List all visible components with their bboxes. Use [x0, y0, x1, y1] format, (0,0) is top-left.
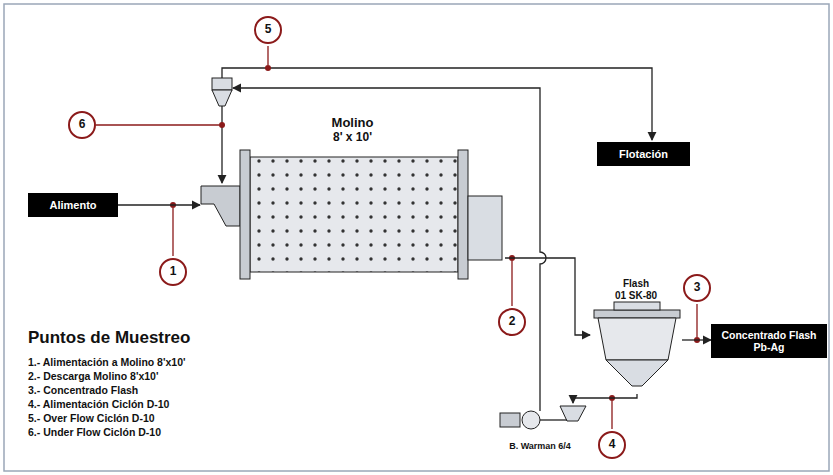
- sampling-point-note: 3.- Concentrado Flash: [28, 384, 138, 396]
- callout-number: 6: [68, 111, 96, 139]
- node-text: Molino: [332, 116, 374, 131]
- callout-number: 5: [254, 16, 282, 44]
- callout-text: 1: [170, 265, 177, 279]
- overflow-pipe: [222, 68, 652, 140]
- node-text: 01 SK-80: [615, 290, 657, 302]
- callout-text: 2: [509, 315, 516, 329]
- underflow-pipe: [221, 106, 222, 183]
- process-box: Concentrado Flash Pb-Ag: [711, 324, 827, 358]
- process-box: Alimento: [28, 193, 118, 217]
- node-text: B. Warman 6/4: [509, 441, 571, 451]
- sampling-point-note: 5.- Over Flow Ciclón D-10: [28, 412, 155, 424]
- sampling-point-note: 4.- Alimentación Ciclón D-10: [28, 398, 169, 410]
- node-text: Concentrado Flash Pb-Ag: [715, 329, 823, 353]
- sample-points: [170, 65, 700, 401]
- frame: [4, 4, 829, 471]
- sampling-point-note: 6.- Under Flow Ciclón D-10: [28, 426, 161, 438]
- node-text: Flotación: [619, 148, 668, 161]
- callout-number: 1: [159, 258, 187, 286]
- flow-line: [682, 339, 711, 340]
- leader-lines: [96, 46, 697, 429]
- callout-number: 3: [683, 274, 711, 302]
- pump-unit: B. Warman 6/4: [490, 403, 590, 451]
- process-box: Flotación: [597, 142, 690, 166]
- callout-text: 3: [694, 281, 701, 295]
- sampling-point-note: 1.- Alimentación a Molino 8'x10': [28, 356, 185, 368]
- callout-number: 2: [498, 308, 526, 336]
- node-text: 8' x 10': [333, 131, 372, 145]
- node-text: Flash: [623, 278, 649, 290]
- sampling-point-note: 2.- Descarga Molino 8'x10': [28, 370, 158, 382]
- mill-unit: Molino8' x 10': [200, 116, 505, 280]
- flow-line: [118, 204, 200, 205]
- legend-heading: Puntos de Muestreo: [28, 328, 190, 348]
- callout-text: 4: [609, 438, 616, 452]
- flow-line: [573, 394, 637, 403]
- callout-text: 5: [265, 23, 272, 37]
- flash-unit: Flash01 SK-80: [590, 278, 682, 394]
- warman-pump: [500, 406, 586, 429]
- ball-mill: [201, 150, 502, 279]
- flash-cell: [594, 302, 680, 386]
- cyclone: [212, 78, 232, 106]
- node-text: Alimento: [49, 199, 96, 212]
- cyclone-feed-pipe: [233, 88, 546, 411]
- callout-number: 4: [598, 431, 626, 459]
- callout-text: 6: [79, 118, 86, 132]
